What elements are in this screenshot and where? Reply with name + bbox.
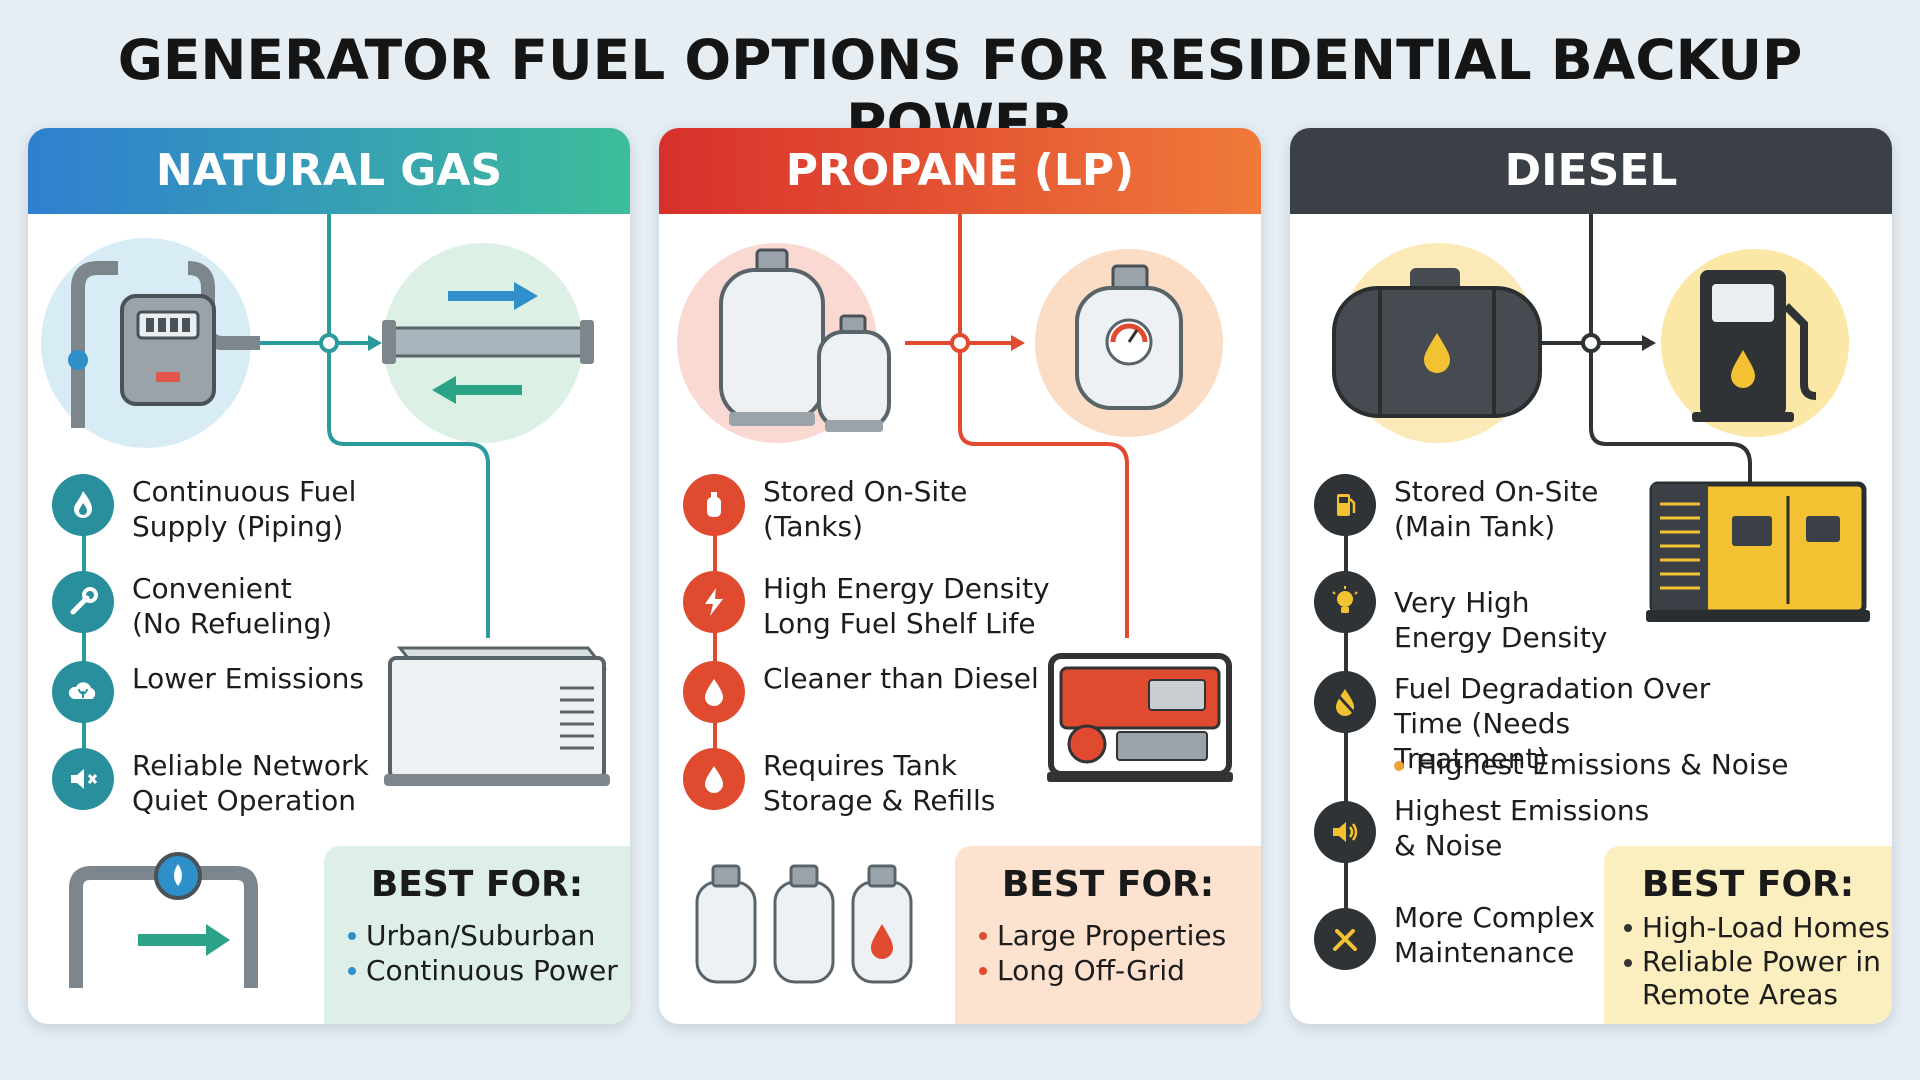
- page-title: GENERATOR FUEL OPTIONS FOR RESIDENTIAL B…: [117, 28, 1803, 156]
- gas-meter-icon: [68, 261, 260, 428]
- propane-tank-group-icon: [695, 864, 913, 984]
- portable-generator-icon: [1047, 653, 1233, 782]
- standby-generator-icon: [384, 646, 610, 786]
- diesel-best-for: BEST FOR: High-Load Homes Reliable Power…: [1604, 846, 1892, 1024]
- lightning-icon: [683, 571, 745, 633]
- natural-gas-connectors: [260, 214, 490, 638]
- natural-gas-panel: NATURAL GAS: [28, 128, 630, 1024]
- propane-tanks-icon: [719, 248, 891, 432]
- cloud-leaf-icon: [52, 661, 114, 723]
- best-for-item: Long Off-Grid: [979, 953, 1226, 988]
- diesel-generator-icon: [1646, 481, 1870, 622]
- propane-header: PROPANE (LP): [659, 128, 1261, 214]
- tools-icon: [1314, 908, 1376, 970]
- pipe-flow-icon: [382, 282, 594, 404]
- best-for-item: High-Load Homes: [1624, 910, 1890, 945]
- best-for-item: Continuous Power: [348, 953, 618, 988]
- speaker-loud-icon: [1314, 801, 1376, 863]
- flame-icon: [52, 474, 114, 536]
- diesel-header: DIESEL: [1290, 128, 1892, 214]
- diesel-panel: DIESEL: [1290, 128, 1892, 1024]
- note-bullet-icon: [1394, 761, 1404, 771]
- natural-gas-header: NATURAL GAS: [28, 128, 630, 214]
- propane-illustration: [677, 214, 1233, 984]
- lightbulb-icon: [1314, 571, 1376, 633]
- drop-icon: [683, 748, 745, 810]
- wrench-icon: [52, 571, 114, 633]
- fuel-pump-icon: [1692, 270, 1817, 422]
- propane-best-for: BEST FOR: Large Properties Long Off-Grid: [955, 846, 1261, 1024]
- propane-tank-icon: [683, 474, 745, 536]
- natural-gas-illustration: [41, 214, 610, 988]
- speaker-mute-icon: [52, 748, 114, 810]
- best-for-item: Urban/Suburban: [348, 918, 618, 953]
- fuel-pump-icon: [1314, 474, 1376, 536]
- best-for-item: Reliable Power in Remote Areas: [1624, 945, 1890, 1011]
- drop-icon: [683, 661, 745, 723]
- diesel-tank-icon: [1332, 268, 1542, 418]
- diesel-extra-note: Highest Emissions & Noise: [1394, 747, 1789, 782]
- propane-panel: PROPANE (LP): [659, 128, 1261, 1024]
- propane-gauge-tank-icon: [1075, 264, 1183, 410]
- drop-slash-icon: [1314, 671, 1376, 733]
- pipe-valve-icon: [69, 852, 258, 988]
- diesel-illustration: [1332, 214, 1870, 958]
- natural-gas-best-for: BEST FOR: Urban/Suburban Continuous Powe…: [324, 846, 630, 1024]
- best-for-item: Large Properties: [979, 918, 1226, 953]
